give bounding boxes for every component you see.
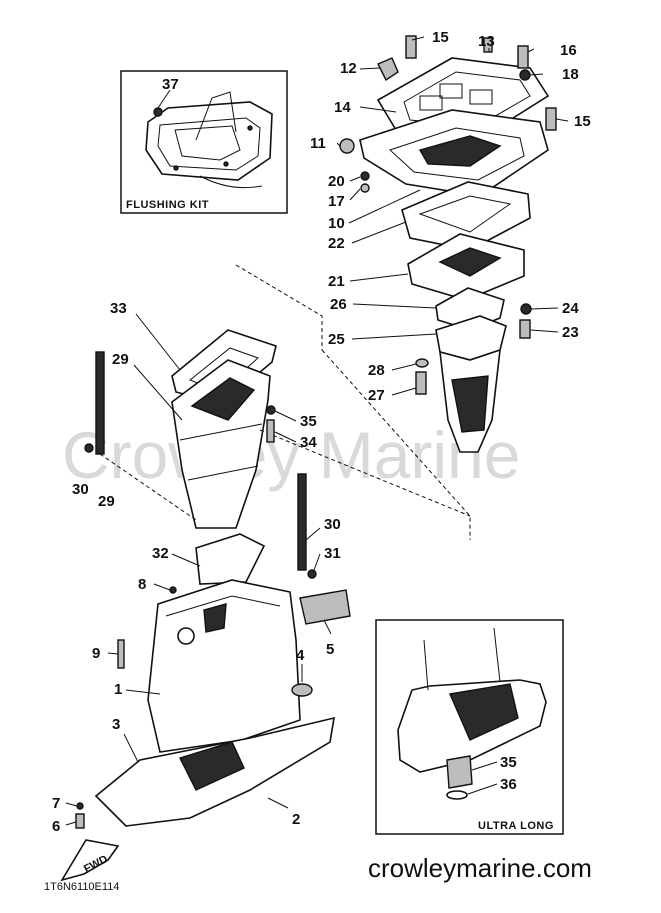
callout-10: 10 <box>328 215 345 232</box>
callout-31: 32 <box>152 545 169 562</box>
callout-6: 6 <box>52 818 60 835</box>
callout-23: 24 <box>562 300 579 317</box>
callout-35: 35 <box>500 754 517 771</box>
callout-4: 4 <box>296 647 305 664</box>
leader-lines <box>65 36 569 826</box>
diagram-code: 1T6N6110E114 <box>44 881 119 893</box>
callout-36: 36 <box>500 776 517 793</box>
callout-29-right: 30 <box>324 516 341 533</box>
callout-15-right: 15 <box>574 113 591 130</box>
flushing-kit-title: FLUSHING KIT <box>126 199 209 211</box>
callout-8: 8 <box>138 576 146 593</box>
callout-13: 13 <box>478 33 495 50</box>
callout-30-right: 31 <box>324 545 341 562</box>
callout-3: 3 <box>112 716 120 733</box>
callout-16: 16 <box>560 42 577 59</box>
ultra-long-inset: ULTRA LONG <box>375 619 564 835</box>
callout-15-top: 15 <box>432 29 449 46</box>
callout-18: 17 <box>328 193 345 210</box>
callout-14: 14 <box>334 99 351 116</box>
callout-11: 11 <box>310 135 326 152</box>
callout-numbers: 15 13 16 12 18 14 15 11 20 17 10 22 21 2… <box>52 29 591 835</box>
callout-19: 20 <box>328 173 345 190</box>
callout-22: 23 <box>562 324 579 341</box>
callout-20: 21 <box>328 273 345 290</box>
callout-1: 1 <box>114 681 122 698</box>
callout-28: 29 <box>112 351 129 368</box>
callout-30-left: 30 <box>72 481 89 498</box>
flushing-kit-inset: FLUSHING KIT <box>120 70 288 214</box>
callout-37: 37 <box>162 76 179 93</box>
callout-5: 5 <box>326 641 334 658</box>
watermark-text: Crowley Marine <box>62 418 520 492</box>
callout-12: 12 <box>340 60 357 77</box>
callout-2: 2 <box>292 811 300 828</box>
callout-21: 22 <box>328 235 345 252</box>
callout-26: 27 <box>368 387 385 404</box>
callout-33: 34 <box>300 434 317 451</box>
callout-9: 9 <box>92 645 100 662</box>
callout-34: 35 <box>300 413 317 430</box>
ultra-long-title: ULTRA LONG <box>478 820 554 832</box>
callout-17: 18 <box>562 66 579 83</box>
exhaust-guide-assembly <box>339 35 557 453</box>
upper-casing-assembly: FWD <box>60 264 471 882</box>
callout-7: 7 <box>52 795 60 812</box>
callout-25: 26 <box>330 296 347 313</box>
website-footer: crowleymarine.com <box>368 853 592 883</box>
callout-27: 28 <box>368 362 385 379</box>
callout-24: 25 <box>328 331 345 348</box>
callout-29-left: 29 <box>98 493 115 510</box>
callout-32: 33 <box>110 300 127 317</box>
